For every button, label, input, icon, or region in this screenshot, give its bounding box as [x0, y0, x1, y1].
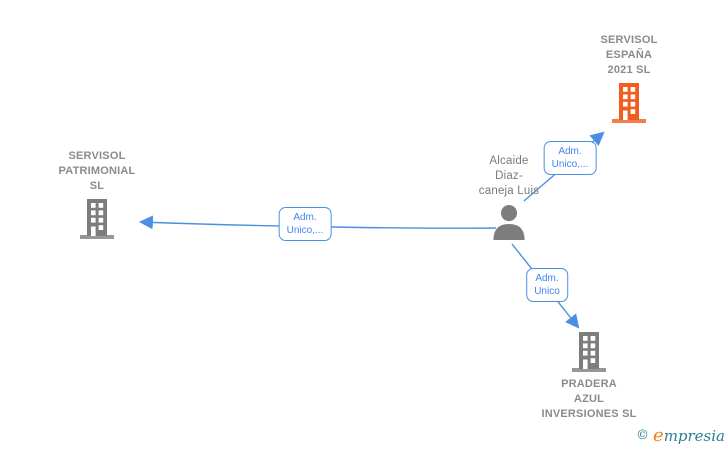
copyright-icon: ©: [636, 428, 650, 443]
building-icon: [80, 199, 114, 239]
node-pradera-azul-inversiones-sl[interactable]: PRADERA AZUL INVERSIONES SL: [529, 331, 649, 422]
building-icon: [572, 332, 606, 372]
company-name: PRADERA AZUL INVERSIONES SL: [541, 377, 636, 422]
company-name-line: SERVISOL: [68, 150, 126, 162]
company-name-line: PATRIMONIAL: [58, 165, 136, 177]
brand-initial: e: [653, 425, 664, 446]
company-name: SERVISOL ESPAÑA 2021 SL: [600, 33, 657, 78]
node-servisol-patrimonial-sl[interactable]: SERVISOL PATRIMONIAL SL: [37, 149, 157, 240]
edge-label-line: Unico,...: [286, 225, 324, 236]
person-name: Alcaide Diaz- caneja Luis: [479, 154, 539, 199]
person-name-line: Alcaide: [489, 155, 529, 167]
edge-label-line: Adm.: [558, 146, 582, 157]
building-icon: [612, 83, 646, 123]
node-servisol-espana-2021-sl[interactable]: SERVISOL ESPAÑA 2021 SL: [569, 33, 689, 124]
edge-label-adm-unico-pradera[interactable]: Adm. Unico: [526, 268, 568, 302]
person-name-line: caneja Luis: [478, 185, 540, 197]
edge-label-line: Adm.: [535, 273, 559, 284]
edge-label-adm-unico-patrimonial[interactable]: Adm. Unico,...: [278, 207, 332, 241]
company-name-line: SL: [89, 180, 105, 192]
company-name-line: SERVISOL: [600, 34, 658, 46]
edge-label-line: Adm.: [293, 212, 317, 223]
company-name-line: INVERSIONES SL: [541, 408, 637, 420]
company-name-line: PRADERA: [561, 378, 617, 390]
company-name-line: 2021 SL: [607, 64, 651, 76]
company-name: SERVISOL PATRIMONIAL SL: [59, 149, 136, 194]
edge-label-line: Unico: [534, 286, 560, 297]
company-name-line: AZUL: [573, 393, 605, 405]
edge-label-adm-unico-espana[interactable]: Adm. Unico,...: [543, 141, 597, 175]
brand-text: mpresia: [663, 427, 725, 445]
empresia-logo[interactable]: ©empresia: [636, 425, 725, 446]
person-icon: [493, 205, 525, 240]
person-name-line: Diaz-: [495, 170, 523, 182]
node-alcaide-diaz-caneja-luis[interactable]: Alcaide Diaz- caneja Luis: [449, 154, 569, 242]
company-name-line: ESPAÑA: [605, 49, 653, 61]
edge-label-line: Unico,...: [551, 159, 589, 170]
